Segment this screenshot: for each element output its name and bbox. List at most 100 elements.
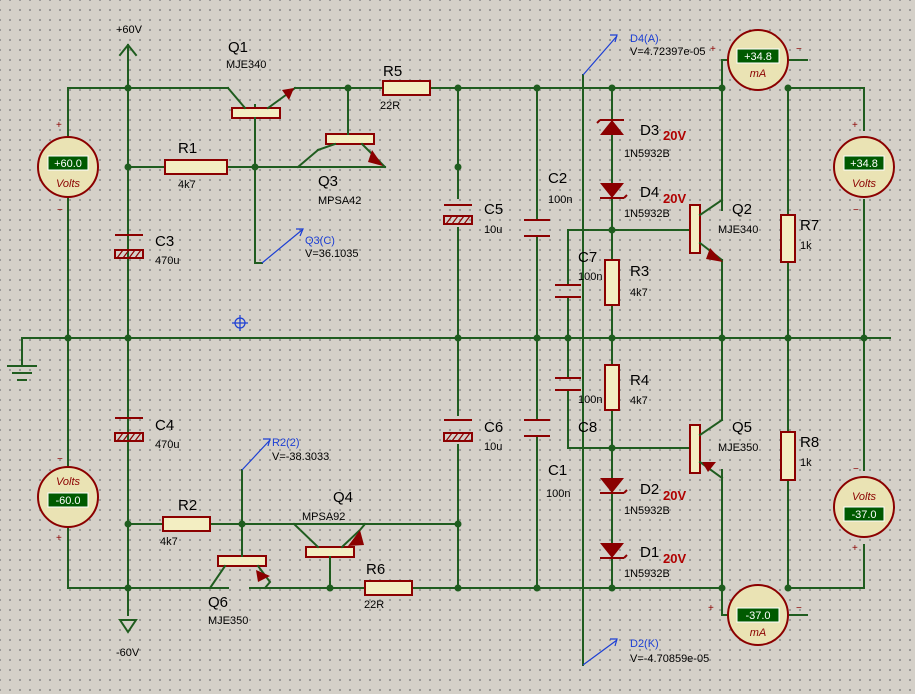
voltmeter-neg-right[interactable]: Volts -37.0 −+ (833, 464, 895, 554)
capacitor-c1[interactable]: C1 100n (524, 419, 570, 500)
resistor-r8[interactable]: R8 1k (780, 431, 819, 481)
voltmeter-pos-right[interactable]: +34.8 Volts + − (833, 120, 895, 216)
probe-q3c[interactable]: Q3(C) V=36.1035 (261, 228, 359, 264)
r5-value: 22R (380, 100, 400, 112)
c3-ref: C3 (155, 233, 174, 250)
resistor-r3[interactable]: R3 4k7 (604, 259, 649, 306)
d3-part: 1N5932B (624, 148, 670, 160)
transistor-q5[interactable]: Q5 MJE350 (689, 418, 758, 480)
svg-text:−: − (853, 205, 859, 216)
r8-value: 1k (800, 457, 812, 469)
transistor-q4[interactable]: Q4 MPSA92 (292, 489, 367, 563)
origin-marker (232, 315, 248, 331)
pos-rail-terminal[interactable]: +60V (116, 24, 143, 61)
am-bottom-unit: mA (750, 627, 767, 639)
am-top-unit: mA (750, 68, 767, 80)
r6-value: 22R (364, 599, 384, 611)
probe-q3c-value: V=36.1035 (305, 248, 359, 260)
capacitor-c7[interactable]: C7 100n (555, 249, 602, 298)
d2-ref: D2 (640, 481, 659, 498)
r4-value: 4k7 (630, 395, 648, 407)
diode-d4[interactable]: D4 20V 1N5932B (600, 183, 686, 220)
svg-text:−: − (796, 44, 802, 55)
r3-ref: R3 (630, 263, 649, 280)
d4-ref: D4 (640, 184, 659, 201)
resistor-r6[interactable]: R6 22R (364, 561, 413, 611)
diode-d1[interactable]: D1 20V 1N5932B (600, 543, 686, 580)
resistor-r1[interactable]: R1 4k7 (164, 140, 228, 191)
q2-ref: Q2 (732, 201, 752, 218)
q1-value: MJE340 (226, 59, 266, 71)
c7-value: 100n (578, 271, 602, 283)
vm-pos-left-value: +60.0 (54, 158, 82, 170)
voltmeter-pos-left[interactable]: +60.0 Volts +− (37, 120, 99, 216)
d3-ref: D3 (640, 122, 659, 139)
vm-pos-right-value: +34.8 (850, 158, 878, 170)
diode-d3[interactable]: D3 20V 1N5932B (596, 119, 686, 160)
svg-text:+: + (852, 120, 858, 131)
svg-text:−: − (853, 464, 859, 475)
c2-value: 100n (548, 194, 572, 206)
d2-part: 1N5932B (624, 505, 670, 517)
transistor-q2[interactable]: Q2 MJE340 (689, 198, 758, 262)
svg-text:−: − (57, 454, 63, 465)
d1-rating: 20V (663, 551, 686, 566)
d1-part: 1N5932B (624, 568, 670, 580)
c5-value: 10u (484, 224, 502, 236)
capacitor-c6[interactable]: C6 10u (443, 419, 503, 453)
q3-ref: Q3 (318, 173, 338, 190)
resistor-r5[interactable]: R5 22R (380, 63, 431, 112)
svg-text:+: + (708, 603, 714, 614)
transistor-q1[interactable]: Q1 MJE340 (226, 39, 297, 126)
resistor-r2[interactable]: R2 4k7 (160, 497, 211, 548)
capacitor-c4[interactable]: C4 470u (114, 417, 179, 451)
ground-symbol[interactable] (7, 365, 37, 381)
r2-ref: R2 (178, 497, 197, 514)
neg-rail-label: -60V (116, 647, 140, 659)
ammeter-top[interactable]: +34.8 mA +− (710, 29, 802, 91)
svg-text:+: + (56, 533, 62, 544)
r1-value: 4k7 (178, 179, 196, 191)
d4-rating: 20V (663, 191, 686, 206)
r1-ref: R1 (178, 140, 197, 157)
c1-value: 100n (546, 488, 570, 500)
svg-text:+: + (852, 543, 858, 554)
c8-value: 100n (578, 394, 602, 406)
c4-ref: C4 (155, 417, 174, 434)
diode-d2[interactable]: D2 20V 1N5932B (600, 478, 686, 517)
vm-pos-right-unit: Volts (852, 178, 877, 190)
vm-neg-left-value: -60.0 (55, 495, 80, 507)
resistor-r4[interactable]: R4 4k7 (604, 364, 649, 411)
r5-ref: R5 (383, 63, 402, 80)
c5-ref: C5 (484, 201, 503, 218)
probe-r2[interactable]: R2(2) V=-38.3033 (241, 437, 329, 471)
r3-value: 4k7 (630, 287, 648, 299)
c3-value: 470u (155, 255, 179, 267)
capacitor-c3[interactable]: C3 470u (114, 233, 179, 267)
svg-text:+: + (56, 120, 62, 131)
capacitor-c5[interactable]: C5 10u (443, 201, 503, 236)
probe-d2k[interactable]: D2(K) V=-4.70859e-05 (582, 638, 709, 666)
probe-d4a[interactable]: D4(A) V=4.72397e-05 (582, 33, 706, 76)
c6-ref: C6 (484, 419, 503, 436)
r2-value: 4k7 (160, 536, 178, 548)
pos-rail-label: +60V (116, 24, 143, 36)
transistor-q3[interactable]: Q3 MPSA42 (316, 129, 387, 207)
q2-value: MJE340 (718, 224, 758, 236)
resistor-r7[interactable]: R7 1k (780, 214, 819, 263)
c4-value: 470u (155, 439, 179, 451)
q5-value: MJE350 (718, 442, 758, 454)
ammeter-bottom[interactable]: -37.0 mA +− (708, 584, 802, 646)
transistor-q6[interactable]: Q6 MJE350 (208, 544, 272, 627)
capacitor-c8[interactable]: 100n C8 (555, 377, 602, 436)
probe-d4a-name: D4(A) (630, 33, 659, 45)
q5-ref: Q5 (732, 419, 752, 436)
probe-r2-value: V=-38.3033 (272, 451, 329, 463)
neg-rail-terminal[interactable]: -60V (116, 619, 140, 659)
q6-ref: Q6 (208, 594, 228, 611)
capacitor-c2[interactable]: C2 100n (524, 170, 572, 237)
am-top-value: +34.8 (744, 51, 772, 63)
voltmeter-neg-left[interactable]: Volts -60.0 −+ (37, 454, 99, 544)
